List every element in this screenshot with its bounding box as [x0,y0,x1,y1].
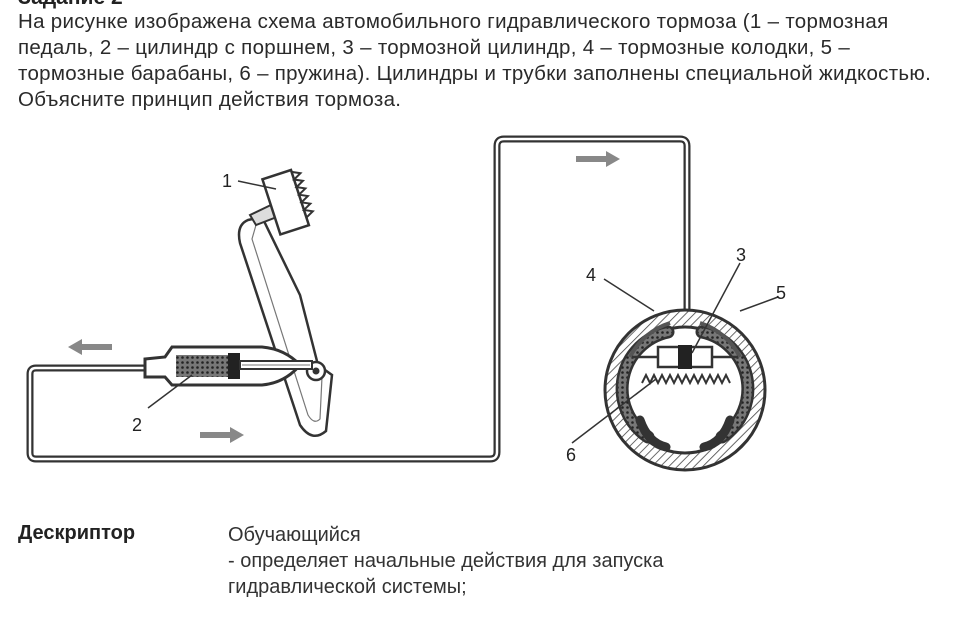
hydraulic-brake-diagram: 1 2 3 4 5 6 [26,135,786,472]
descriptor-line-1: - определяет начальные действия для запу… [228,550,664,572]
descriptor-line-2: гидравлической системы; [228,576,467,598]
flow-arrow-right-bottom [200,427,244,443]
task-header: Задание 2 [18,0,123,10]
descriptor-label: Дескриптор [18,522,136,544]
flow-arrow-left [68,339,112,355]
leader-lines [147,180,779,444]
wheel-brake [603,308,767,472]
task-text: На рисунке изображена схема автомобильно… [18,10,932,111]
brake-pedal [237,168,334,438]
brake-pipe [26,135,691,463]
label-1: 1 [222,171,232,191]
label-2: 2 [132,415,142,435]
master-cylinder [143,345,313,387]
label-6: 6 [566,445,576,465]
descriptor-subject: Обучающийся [228,524,361,546]
return-spring [641,372,731,386]
label-5: 5 [776,283,786,303]
label-3: 3 [736,245,746,265]
label-4: 4 [586,265,596,285]
flow-arrow-right-top [576,151,620,167]
descriptor-body: Обучающийся - определяет начальные дейст… [228,522,928,600]
